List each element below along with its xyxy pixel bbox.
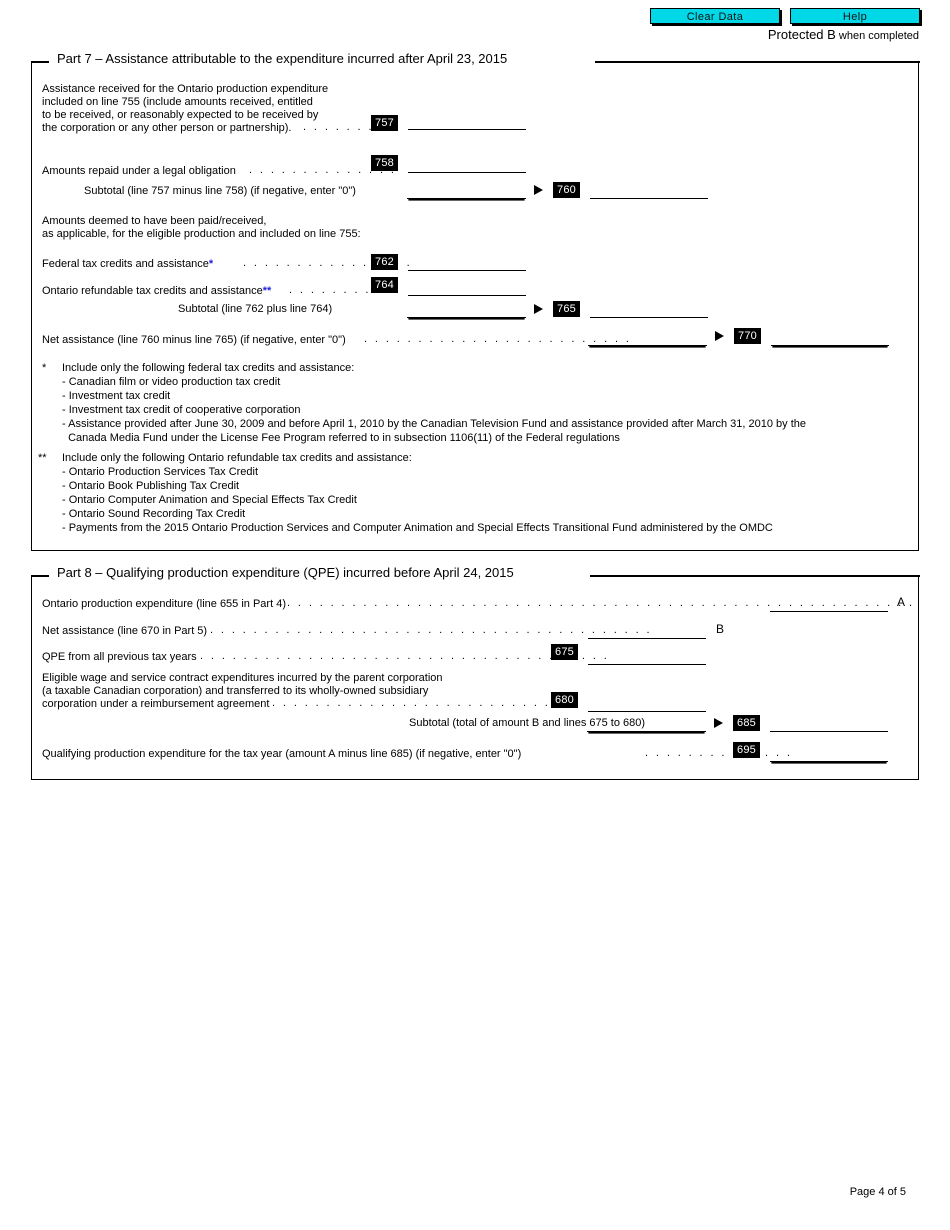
line757-input[interactable] xyxy=(408,115,526,130)
lineB-input[interactable] xyxy=(588,624,706,639)
part8-top-border-right xyxy=(589,575,920,577)
part7-section xyxy=(30,61,920,551)
line765-input[interactable] xyxy=(590,303,708,318)
line-number-764: 764 xyxy=(371,277,398,293)
line764-leader: . . . . . . . . . xyxy=(289,285,382,296)
line675-leader: . . . . . . . . . . . . . . . . . . . . … xyxy=(200,651,610,662)
line-number-675: 675 xyxy=(551,644,578,660)
arrow-right-icon-765 xyxy=(534,304,543,314)
line765-text: Subtotal (line 762 plus line 764) xyxy=(178,303,333,315)
part8-section xyxy=(30,575,920,780)
line-number-760: 760 xyxy=(553,182,580,198)
deemed-note-line2: as applicable, for the eligible producti… xyxy=(42,228,361,240)
lineB-leader: . . . . . . . . . . . . . . . . . . . . … xyxy=(210,625,652,636)
line757-text-3: to be received, or reasonably expected t… xyxy=(42,109,319,121)
line695-input[interactable] xyxy=(770,747,888,762)
footnote1-intro: Include only the following federal tax c… xyxy=(62,362,355,374)
footnote1-item-4: Canada Media Fund under the License Fee … xyxy=(62,432,620,444)
line-number-685: 685 xyxy=(733,715,760,731)
line770-subtotal-left[interactable] xyxy=(588,331,707,346)
line762-leader: . . . . . . . . . . . . . . . . xyxy=(243,258,413,269)
line757-text-4: the corporation or any other person or p… xyxy=(42,122,292,134)
help-button[interactable]: Help xyxy=(790,8,920,24)
line764-input[interactable] xyxy=(408,281,526,296)
part7-top-border-right xyxy=(594,61,920,63)
line695-text: Qualifying production expenditure for th… xyxy=(42,748,522,760)
line760-subtotal-left[interactable] xyxy=(407,184,526,199)
line762-text: Federal tax credits and assistance xyxy=(42,258,209,270)
footnote2-item-4: - Payments from the 2015 Ontario Product… xyxy=(62,522,773,534)
line680-text-3: corporation under a reimbursement agreem… xyxy=(42,698,270,710)
part7-top-border-left xyxy=(30,61,49,63)
line758-input[interactable] xyxy=(408,158,526,173)
lineA-leader: . . . . . . . . . . . . . . . . . . . . … xyxy=(287,598,915,609)
line764-text-wrap: Ontario refundable tax credits and assis… xyxy=(42,285,271,298)
line-number-765: 765 xyxy=(553,301,580,317)
footnote1-item-3: - Assistance provided after June 30, 200… xyxy=(62,418,806,430)
line762-text-wrap: Federal tax credits and assistance* xyxy=(42,258,213,271)
line-number-770: 770 xyxy=(734,328,761,344)
footnote2-intro: Include only the following Ontario refun… xyxy=(62,452,412,464)
line680-input[interactable] xyxy=(588,697,706,712)
line770-leader: . . . . . . . . . . . . . . . . . . . . … xyxy=(364,334,632,345)
lineA-input[interactable] xyxy=(770,597,888,612)
footnote1-item-2: - Investment tax credit of cooperative c… xyxy=(62,404,301,416)
part8-title: Part 8 – Qualifying production expenditu… xyxy=(52,566,519,579)
line680-leader: . . . . . . . . . . . . . . . . . . . . … xyxy=(272,698,562,709)
lineB-text: Net assistance (line 670 in Part 5) xyxy=(42,625,208,637)
arrow-right-icon-760 xyxy=(534,185,543,195)
page-number-footer: Page 4 of 5 xyxy=(849,1186,906,1198)
line758-text: Amounts repaid under a legal obligation xyxy=(42,165,236,177)
protected-b-notice: Protected B when completed xyxy=(768,27,919,42)
line-number-758: 758 xyxy=(371,155,398,171)
footnote1-item-1: - Investment tax credit xyxy=(62,390,171,402)
footnote2-mark: ** xyxy=(38,452,47,464)
part7-title: Part 7 – Assistance attributable to the … xyxy=(52,52,513,65)
line760-input[interactable] xyxy=(590,184,708,199)
line757-text-1: Assistance received for the Ontario prod… xyxy=(42,83,329,95)
deemed-note-line1: Amounts deemed to have been paid/receive… xyxy=(42,215,267,227)
line695-leader: . . . . . . . . . . . . . . xyxy=(645,748,793,759)
arrow-right-icon-770 xyxy=(715,331,724,341)
line680-text-1: Eligible wage and service contract expen… xyxy=(42,672,443,684)
line685-input[interactable] xyxy=(770,717,888,732)
amount-label-A: A xyxy=(897,595,906,609)
footnote-mark-double: ** xyxy=(262,285,272,297)
line757-leader: . . . . . . . xyxy=(303,122,374,133)
line-number-762: 762 xyxy=(371,254,398,270)
line757-text-2: included on line 755 (include amounts re… xyxy=(42,96,313,108)
line-number-757: 757 xyxy=(371,115,398,131)
line770-input[interactable] xyxy=(771,331,889,346)
amount-label-B: B xyxy=(716,622,725,636)
lineA-text: Ontario production expenditure (line 655… xyxy=(42,598,286,610)
part8-top-border-left xyxy=(30,575,49,577)
line758-leader: . . . . . . . . . . . . . . xyxy=(249,165,397,176)
line770-text: Net assistance (line 760 minus line 765)… xyxy=(42,334,346,346)
line-number-680: 680 xyxy=(551,692,578,708)
protected-b-label: Protected B xyxy=(767,27,836,42)
line685-text: Subtotal (total of amount B and lines 67… xyxy=(409,717,646,729)
line762-input[interactable] xyxy=(408,256,526,271)
line685-subtotal-left[interactable] xyxy=(587,717,706,732)
line675-text: QPE from all previous tax years xyxy=(42,651,197,663)
footnote1-mark: * xyxy=(42,362,47,374)
protected-b-sublabel: when completed xyxy=(838,30,919,42)
clear-data-button[interactable]: Clear Data xyxy=(650,8,780,24)
footnote2-item-1: - Ontario Book Publishing Tax Credit xyxy=(62,480,240,492)
line675-input[interactable] xyxy=(588,650,706,665)
form-toolbar: Clear Data Help xyxy=(0,5,950,25)
line-number-695: 695 xyxy=(733,742,760,758)
arrow-right-icon-685 xyxy=(714,718,723,728)
line760-text: Subtotal (line 757 minus line 758) (if n… xyxy=(84,185,356,197)
footnote2-item-0: - Ontario Production Services Tax Credit xyxy=(62,466,259,478)
line764-text: Ontario refundable tax credits and assis… xyxy=(42,285,263,297)
line765-subtotal-left[interactable] xyxy=(407,303,526,318)
footnote2-item-2: - Ontario Computer Animation and Special… xyxy=(62,494,357,506)
footnote1-item-0: - Canadian film or video production tax … xyxy=(62,376,281,388)
line680-text-2: (a taxable Canadian corporation) and tra… xyxy=(42,685,429,697)
footnote-mark-single: * xyxy=(208,258,214,270)
footnote2-item-3: - Ontario Sound Recording Tax Credit xyxy=(62,508,246,520)
